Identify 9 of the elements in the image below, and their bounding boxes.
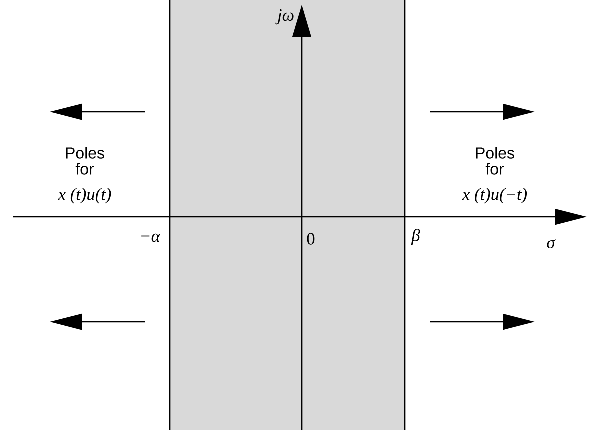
- axis-label: jω: [276, 9, 294, 25]
- tick-label: −α: [142, 234, 161, 242]
- region-formula: x (t)u(−t): [462, 188, 528, 204]
- region-note: Poles for: [476, 147, 514, 175]
- origin-label: 0: [307, 233, 315, 245]
- tick-label: β: [411, 229, 420, 245]
- axis-label: σ: [547, 239, 556, 249]
- region-note: Poles for: [66, 147, 104, 175]
- region-formula: x (t)u(t): [58, 188, 112, 204]
